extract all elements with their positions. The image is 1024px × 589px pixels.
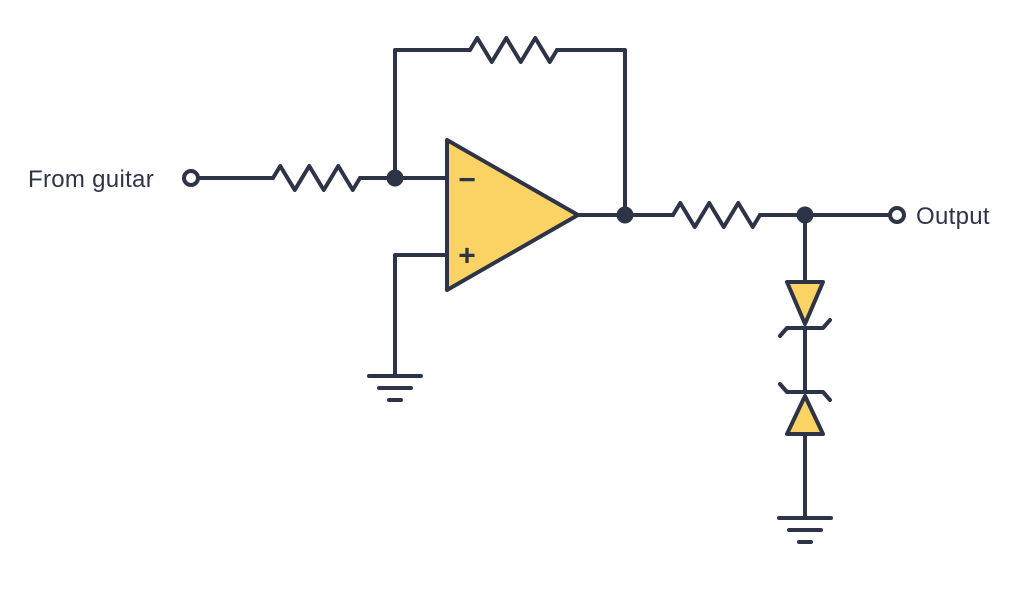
feedback-wire-left	[393, 48, 472, 180]
output-label: Output	[916, 203, 990, 230]
labels: From guitar Output − +	[28, 164, 990, 273]
opamp-body	[445, 138, 580, 292]
ground-symbol-clipping	[777, 516, 833, 544]
zener-cathode-bar-bottom	[778, 382, 832, 402]
input-resistor	[271, 164, 362, 192]
noninverting-input-wire	[393, 253, 449, 378]
feedback-wire-right	[555, 48, 627, 217]
from-guitar-label: From guitar	[28, 166, 154, 193]
node-dot-clipping	[796, 206, 814, 224]
node-dot-output	[616, 206, 634, 224]
zener-diode-bottom	[785, 394, 825, 436]
feedback-resistor	[468, 36, 559, 64]
output-terminal	[888, 206, 906, 224]
circuit	[182, 36, 906, 544]
input-terminal	[182, 169, 200, 187]
node-dot-input	[386, 169, 404, 187]
opamp-noninverting-pin-label: +	[458, 240, 476, 273]
ground-symbol-opamp	[367, 374, 423, 402]
opamp-inverting-pin-label: −	[458, 164, 476, 197]
output-resistor	[671, 201, 762, 229]
zener-diode-top	[785, 280, 825, 326]
